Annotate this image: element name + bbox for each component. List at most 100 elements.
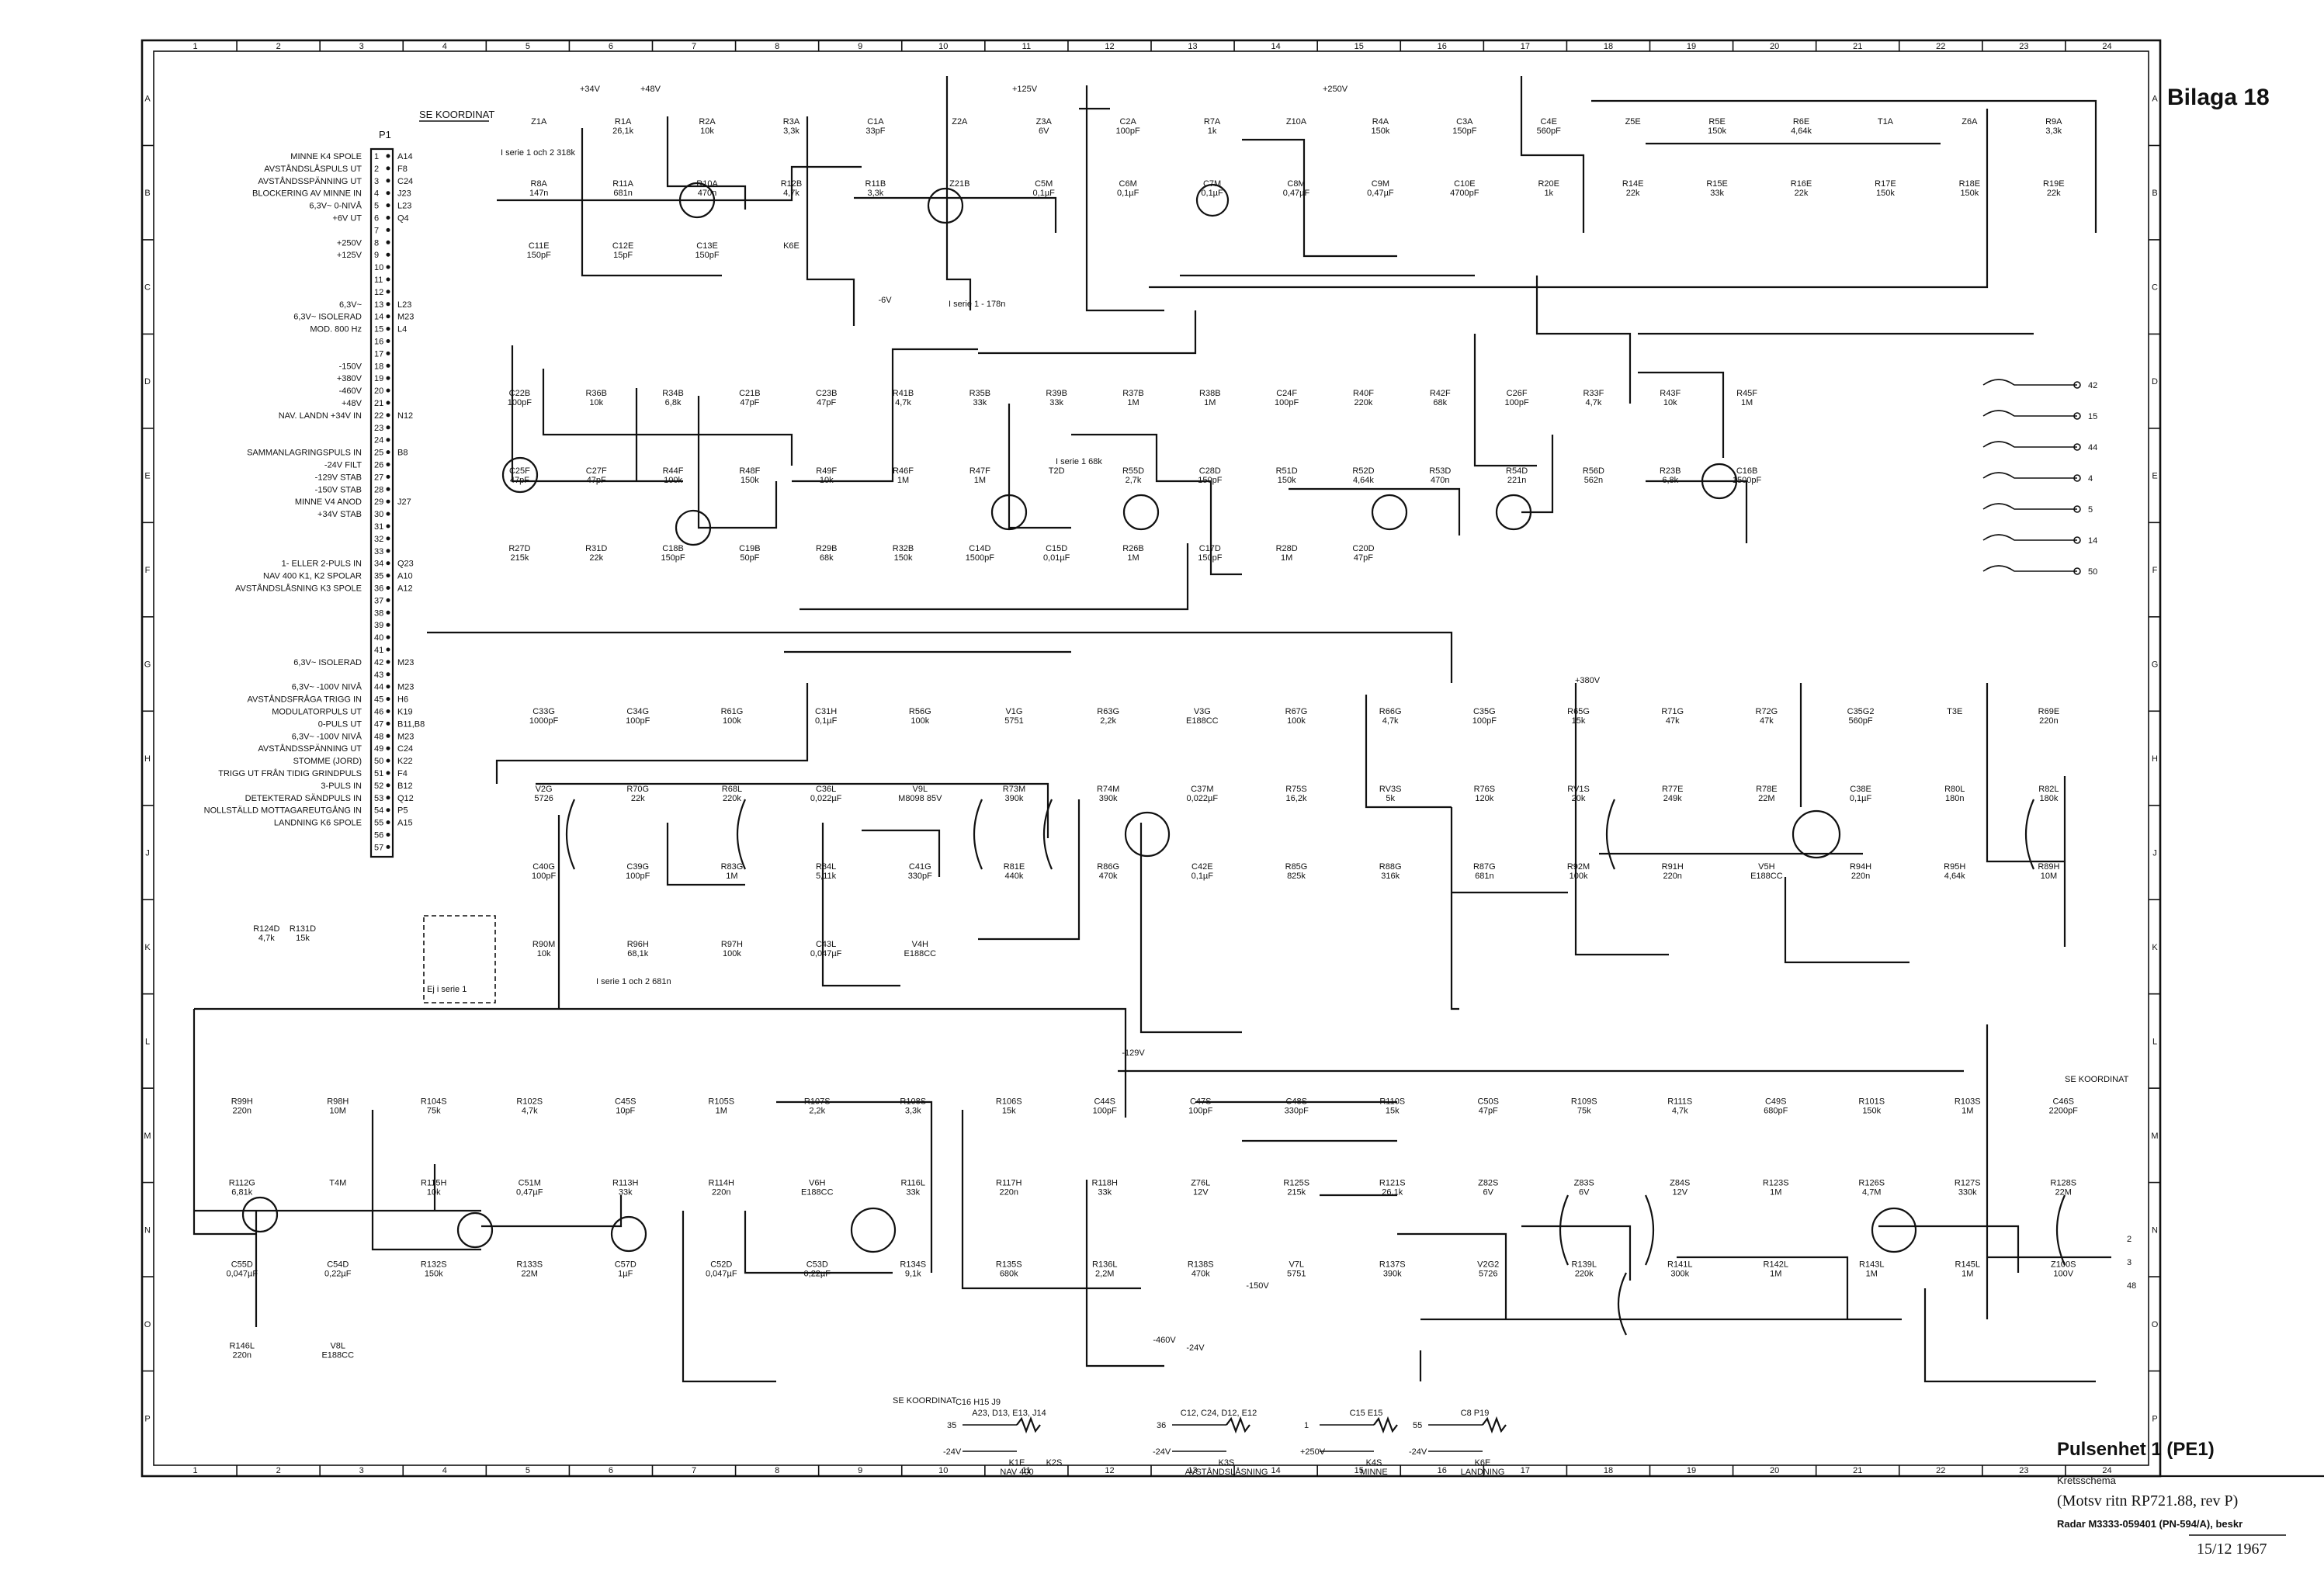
pin-coordinate: A10: [397, 572, 413, 581]
component-value: 0,47µF: [516, 1188, 543, 1198]
tube-v2g-lower: [1617, 1272, 1627, 1336]
component-value: 33k: [1710, 189, 1724, 198]
component-value: E188CC: [1186, 716, 1219, 726]
component-value: 0,047µF: [226, 1270, 258, 1279]
component-id: C25F: [509, 466, 530, 476]
component-id: C15D: [1046, 544, 1067, 553]
pin-number: 8: [374, 238, 379, 248]
grid-column-label: 13: [1188, 1466, 1197, 1475]
component-id: C4E: [1541, 117, 1557, 127]
pin-number: 31: [374, 522, 383, 532]
pin-number: 16: [374, 338, 383, 347]
grid-row-label: K: [144, 943, 151, 952]
component-id: C22B: [509, 389, 531, 398]
grid-column-label: 1: [193, 1466, 197, 1475]
component-id: C37M: [1191, 785, 1213, 794]
component-value: 47pF: [587, 476, 606, 485]
component-value: 390k: [1099, 794, 1118, 803]
component-value: 100pF: [532, 872, 556, 881]
component-value: 0,1µF: [1033, 189, 1056, 198]
component-id: R112G: [229, 1179, 255, 1188]
contact-pin: 42: [2088, 381, 2097, 390]
transistor-z73s: [610, 1215, 647, 1253]
component-id: R75S: [1285, 785, 1307, 794]
pin-number: 1: [374, 152, 379, 161]
component-value: 2,2k: [1100, 716, 1116, 726]
pin-coordinate: M23: [397, 683, 414, 692]
component-id: R53D: [1429, 466, 1451, 476]
grid-column-label: 16: [1438, 42, 1447, 51]
pin-label: -150V: [339, 362, 362, 371]
component-id: RV1S: [1567, 785, 1590, 794]
connector-name: P1: [379, 129, 391, 140]
component-value: 1M: [1866, 1270, 1878, 1279]
grid-row-label: B: [2152, 189, 2157, 198]
grid-column-label: 17: [1521, 1466, 1530, 1475]
pin-number: 24: [374, 436, 383, 445]
component-id: C50S: [1477, 1097, 1499, 1107]
pin-number: 37: [374, 596, 383, 605]
component-value: 220n: [1663, 872, 1681, 881]
pin-number: 12: [374, 288, 383, 297]
component-id: R67G: [1285, 707, 1308, 716]
contact-pin: 15: [2088, 412, 2097, 421]
supply-label: +380V: [1575, 676, 1601, 685]
component-value: 0,022µF: [810, 794, 842, 803]
component-value: 1500pF: [1733, 476, 1762, 485]
pin-label: NAV. LANDN +34V IN: [279, 411, 362, 421]
pin-label: NAV 400 K1, K2 SPOLAR: [263, 572, 362, 581]
component-value: 47k: [1666, 716, 1680, 726]
component-value: 0,047µF: [810, 949, 842, 958]
pin-number: 9: [374, 251, 379, 260]
component-id: C45S: [615, 1097, 636, 1107]
pin-coordinate: N12: [397, 411, 413, 421]
pin-coordinate: L23: [397, 202, 411, 211]
component-id: C18B: [662, 544, 684, 553]
component-id: C53D: [806, 1260, 828, 1270]
component-value: 68,1k: [627, 949, 648, 958]
component-id: C28D: [1199, 466, 1221, 476]
relay-caption: MINNE: [1360, 1468, 1387, 1477]
grid-column-label: 4: [442, 1466, 447, 1475]
pin-label: 6,3V~ 0-NIVÅ: [309, 201, 362, 211]
tube-v9l: [1124, 811, 1171, 858]
grid-column-label: 23: [2019, 42, 2028, 51]
component-value: 316k: [1381, 872, 1400, 881]
grid-row-label: D: [144, 377, 151, 386]
component-id: C57D: [615, 1260, 636, 1270]
component-id: R45F: [1736, 389, 1757, 398]
component-value: 100pF: [508, 398, 532, 407]
component-value: 150k: [1708, 127, 1726, 136]
component-id: R133S: [516, 1260, 543, 1270]
component-value: 6,8k: [665, 398, 682, 407]
component-id: R131D: [290, 924, 316, 934]
grid-column-label: 18: [1604, 1466, 1613, 1475]
component-value: 5751: [1287, 1270, 1306, 1279]
